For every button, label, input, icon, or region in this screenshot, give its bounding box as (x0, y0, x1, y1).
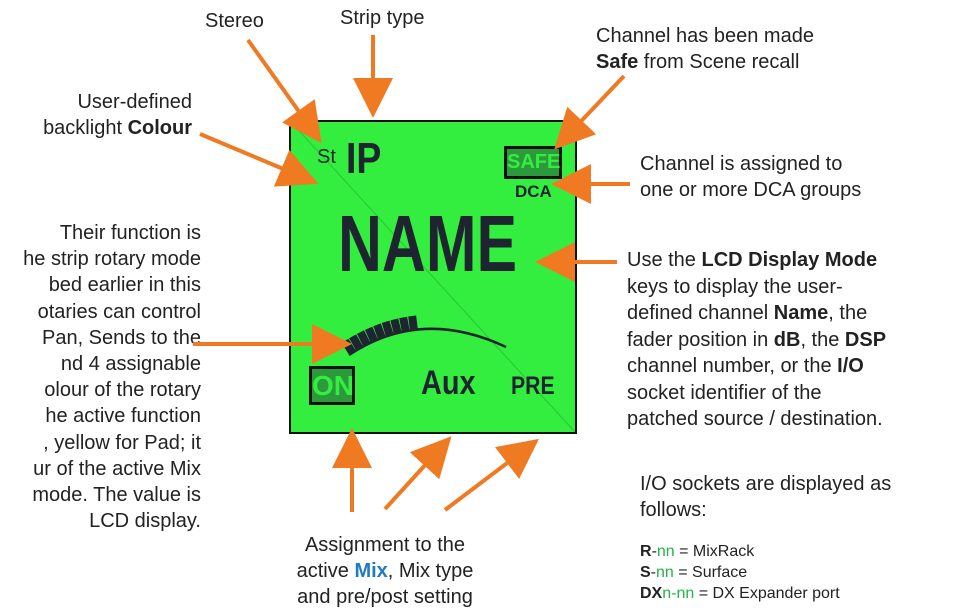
arrow-colour (199, 132, 319, 187)
backlight-divider (291, 122, 575, 432)
rotary-line: he active function (45, 405, 201, 428)
safe-description-rest: from Scene recall (638, 51, 800, 73)
text-span: defined channel (627, 302, 774, 324)
lcd-safe-indicator: SAFE (504, 146, 562, 179)
rotary-line: mode. The value is (32, 484, 201, 507)
io-code: DX (640, 585, 663, 602)
assignment-line2: active Mix, Mix type (270, 558, 500, 584)
display-mode-line2: keys to display the user- (627, 275, 843, 298)
io-nn: n-nn (662, 585, 695, 602)
rotary-line: , yellow for Pad; it (43, 431, 201, 454)
lcd-dca-indicator: DCA (515, 182, 552, 201)
dca-description-line1: Channel is assigned to (640, 153, 843, 175)
text-span: Use the (627, 249, 702, 271)
arrow-stereo (246, 38, 322, 144)
rotary-description: Their function is he strip rotary mode b… (0, 220, 201, 534)
text-span: active (296, 560, 355, 582)
colour-description: User-defined backlight Colour (0, 89, 192, 141)
io-sockets-title-line2: follows: (640, 499, 707, 521)
lcd-channel-name: NAME (338, 199, 518, 288)
display-mode-description: Use the LCD Display Mode keys to display… (627, 247, 886, 433)
rotary-line: ur of the active Mix (33, 457, 201, 480)
io-code: S (640, 564, 651, 581)
assignment-description: Assignment to the active Mix, Mix type a… (270, 532, 500, 610)
io-nn: nn (656, 543, 675, 560)
rotary-segment (381, 320, 394, 336)
rotary-segment (356, 330, 370, 346)
name-keyword: Name (773, 302, 829, 324)
io-socket-entry-mixrack: R-nn = MixRack (640, 541, 840, 562)
lcd-on-indicator: ON (309, 366, 355, 405)
dca-description-line2: one or more DCA groups (640, 179, 862, 201)
safe-description-line2: Safe from Scene recall (596, 49, 814, 75)
safe-description: Channel has been made Safe from Scene re… (596, 23, 814, 75)
display-mode-line7: patched source / destination. (627, 408, 883, 430)
rotary-segment (408, 315, 418, 330)
colour-description-line1: User-defined (77, 91, 192, 113)
io-desc: = Surface (673, 564, 748, 581)
io-sockets-title-line1: I/O sockets are displayed as (640, 473, 892, 495)
rotary-segment (373, 323, 386, 339)
lcd-rotary-arc (341, 315, 507, 357)
io-nn: nn (656, 564, 674, 581)
text-span: , the (828, 302, 868, 324)
rotary-line: otaries can control (37, 300, 201, 323)
lcd-display-mode-keyword: LCD Display Mode (701, 249, 878, 271)
rotary-segment (364, 326, 378, 342)
lcd-mix-type: Aux (421, 364, 476, 402)
rotary-line: Pan, Sends to the (41, 326, 201, 349)
text-span: fader position in (627, 328, 774, 351)
strip-type-label: Strip type (340, 7, 425, 29)
io-socket-entry-surface: S-nn = Surface (640, 562, 840, 583)
text-span: , Mix type (387, 560, 474, 582)
safe-keyword: Safe (596, 51, 639, 73)
lcd-stereo-indicator: St (317, 146, 336, 168)
dca-description: Channel is assigned to one or more DCA g… (640, 151, 861, 203)
text-span: , the (800, 328, 845, 351)
io-socket-entry-dx: DXn-nn = DX Expander port (640, 583, 840, 604)
mix-keyword: Mix (354, 560, 388, 582)
lcd-strip-type: IP (346, 134, 382, 183)
rotary-segment (349, 334, 363, 350)
display-mode-line6: socket identifier of the (627, 381, 822, 404)
display-mode-line5: channel number, or the I/O (627, 353, 886, 380)
safe-description-line1: Channel has been made (596, 25, 814, 47)
lcd-display: St IP SAFE DCA NAME ON Aux PRE (289, 120, 577, 434)
rotary-segment (399, 316, 410, 331)
colour-keyword: Colour (127, 117, 192, 139)
rotary-line: LCD display. (89, 510, 201, 533)
assignment-line1: Assignment to the (304, 534, 466, 556)
db-keyword: dB (773, 328, 801, 351)
io-sep: - (650, 564, 656, 581)
rotary-line: nd 4 assignable (60, 353, 201, 376)
text-span: channel number, or the (627, 355, 838, 377)
dsp-keyword: DSP (844, 328, 887, 351)
rotary-line: bed earlier in this (48, 274, 201, 297)
arrow-mix-type (383, 436, 452, 511)
rotary-line: Their function is (59, 222, 201, 244)
io-desc: = DX Expander port (694, 585, 840, 602)
io-keyword: I/O (837, 355, 864, 377)
io-desc: = MixRack (674, 543, 755, 560)
lcd-prepost: PRE (511, 372, 555, 400)
io-sep: - (651, 543, 657, 560)
display-mode-line1: Use the LCD Display Mode (627, 247, 886, 274)
io-code: R (640, 543, 652, 560)
display-mode-line3: defined channel Name, the (627, 300, 886, 327)
display-mode-line4: fader position in dB, the DSP (627, 327, 886, 354)
stereo-label: Stereo (205, 10, 264, 32)
io-sockets-title: I/O sockets are displayed as follows: (640, 471, 891, 523)
rotary-arc-track (348, 327, 507, 357)
colour-description-line2: backlight Colour (0, 115, 192, 141)
rotary-line: olour of the rotary (44, 379, 201, 402)
rotary-segment (390, 318, 402, 333)
arrow-prepost (443, 438, 539, 512)
io-socket-list: R-nn = MixRack S-nn = Surface DXn-nn = D… (640, 541, 840, 604)
rotary-line: he strip rotary mode (23, 248, 201, 271)
assignment-line3: and pre/post setting (297, 586, 473, 608)
rotary-level-segments (341, 315, 418, 355)
colour-prefix: backlight (43, 117, 128, 139)
